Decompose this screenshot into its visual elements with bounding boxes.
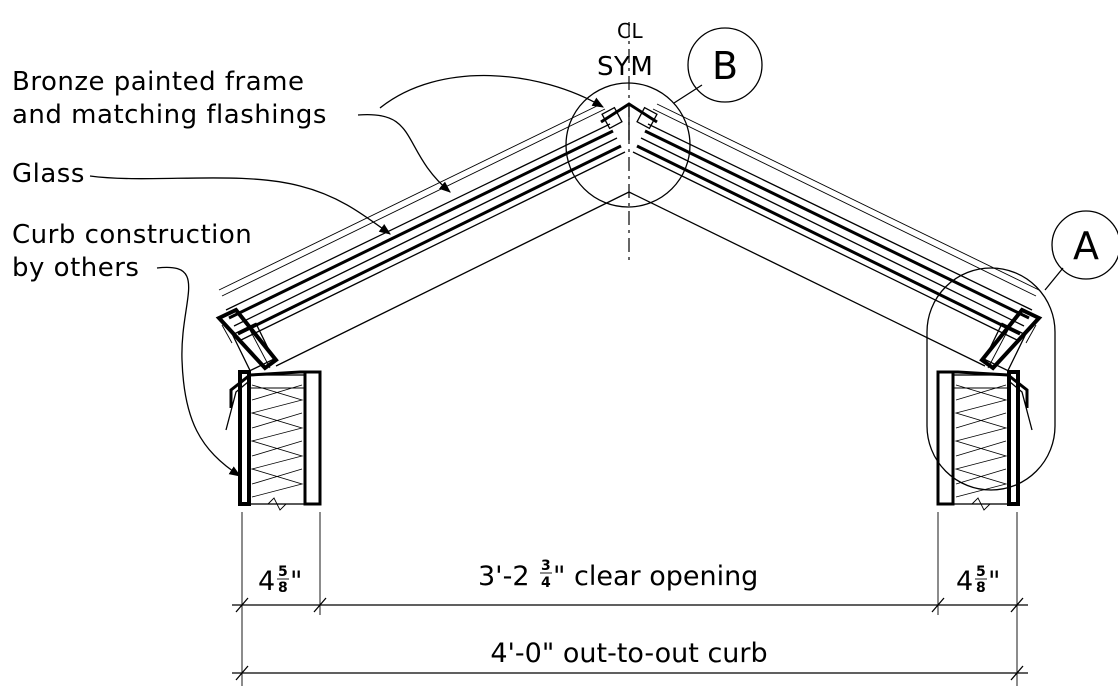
svg-text:5: 5	[976, 564, 986, 580]
frame-callout-line2: and matching flashings	[12, 100, 327, 130]
right-underside	[628, 191, 986, 367]
svg-text:3'-2: 3'-2	[478, 561, 530, 592]
right-glazing	[632, 103, 1040, 341]
dimension-line-curb	[232, 597, 1028, 613]
svg-text:A: A	[1073, 224, 1099, 268]
svg-text:8: 8	[976, 580, 986, 596]
svg-text:B: B	[712, 44, 738, 88]
frame-callout-line1: Bronze painted frame	[12, 67, 304, 97]
svg-text:4: 4	[541, 575, 551, 591]
detail-a-marker: A	[926, 210, 1118, 491]
svg-text:": "	[988, 566, 1000, 597]
detail-b-marker: B	[565, 27, 763, 208]
centerline-symbol: CL	[617, 19, 643, 43]
opening-dimension: 3'-2 3 4 " clear opening	[478, 558, 758, 592]
svg-text:4: 4	[956, 566, 973, 597]
symmetry-label: SYM	[597, 52, 653, 82]
svg-text:": "	[290, 566, 302, 597]
extension-lines	[241, 512, 1018, 686]
svg-text:4: 4	[258, 566, 275, 597]
left-frame	[215, 307, 279, 372]
glass-callout: Glass	[12, 159, 85, 189]
overall-dimension: 4'-0" out-to-out curb	[490, 638, 767, 669]
curb-callout-line2: by others	[12, 253, 139, 283]
curb-callout-line1: Curb construction	[12, 220, 252, 250]
ridge-cap	[600, 102, 658, 140]
frame-leader-b	[379, 74, 605, 109]
left-glazing	[218, 103, 626, 341]
right-curb-dimension: 4 5 8 "	[956, 564, 1000, 597]
frame-leader	[357, 113, 451, 193]
glass-leader	[89, 175, 391, 235]
svg-text:3: 3	[541, 558, 551, 574]
dimension-line-overall	[232, 665, 1028, 681]
left-curb	[225, 370, 322, 511]
curb-leader	[156, 266, 241, 477]
left-curb-dimension: 4 5 8 "	[258, 564, 302, 597]
left-underside	[275, 191, 630, 367]
right-curb	[936, 370, 1033, 511]
svg-text:5: 5	[278, 564, 288, 580]
right-frame	[979, 307, 1043, 372]
svg-text:8: 8	[278, 580, 288, 596]
svg-text:" clear opening: " clear opening	[553, 561, 758, 592]
